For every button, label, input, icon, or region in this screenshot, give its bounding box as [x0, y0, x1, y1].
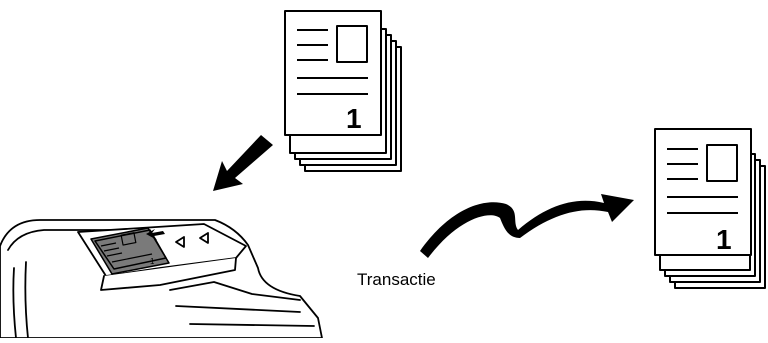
- transmission-squiggle-arrow-icon: [420, 194, 634, 258]
- received-page-number: 1: [716, 224, 732, 255]
- original-page-number: 1: [346, 103, 362, 134]
- svg-text:1: 1: [150, 257, 155, 266]
- received-document-stack-icon: [654, 128, 766, 289]
- feed-arrow-icon: [213, 135, 273, 191]
- insert-arrow-icon: [146, 229, 165, 240]
- document-in-feeder: 1: [90, 227, 170, 275]
- original-document-stack-icon: [284, 10, 402, 172]
- multifunction-printer-icon: [0, 219, 323, 339]
- transaction-label: Transactie: [357, 270, 436, 289]
